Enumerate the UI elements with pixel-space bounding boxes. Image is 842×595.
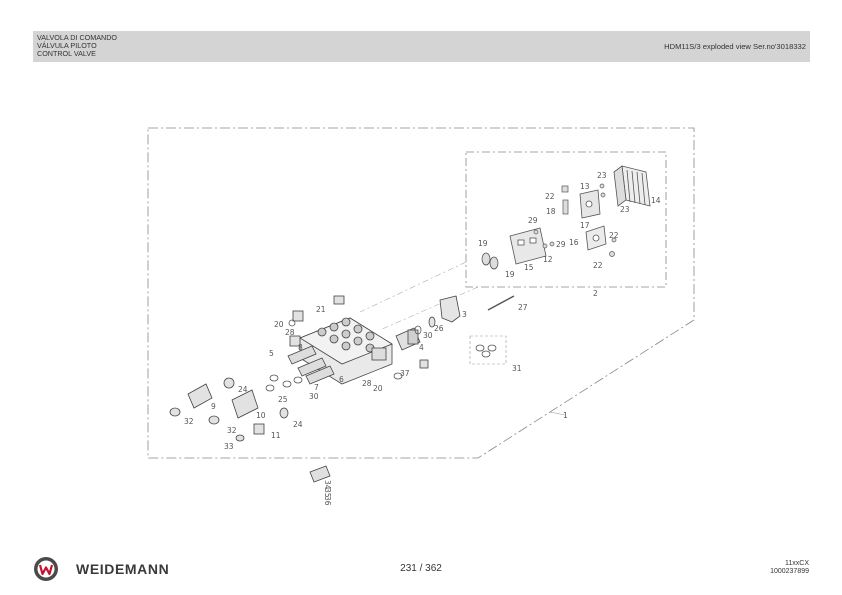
callout-label: 28 bbox=[285, 328, 295, 337]
spool-part bbox=[287, 345, 335, 385]
callout-label: 4 bbox=[419, 343, 424, 352]
document-code-line1: 11xxCX bbox=[785, 560, 809, 567]
callout-label: 8 bbox=[298, 343, 303, 352]
callout-label: 32 bbox=[184, 417, 194, 426]
callout-label: 5 bbox=[269, 349, 274, 358]
cartridge-part bbox=[395, 327, 421, 351]
callout-label: 6 bbox=[339, 375, 344, 384]
callout-label: 16 bbox=[569, 238, 579, 247]
callout-label: 31 bbox=[512, 364, 522, 373]
cover-part bbox=[613, 165, 651, 207]
plate-part bbox=[579, 189, 601, 219]
callout-label: 29 bbox=[556, 240, 566, 249]
callout-label: 19 bbox=[505, 270, 515, 279]
callout-label: 27 bbox=[518, 303, 528, 312]
page-header: VALVOLA DI COMANDO VÁLVULA PILOTO CONTRO… bbox=[33, 31, 810, 62]
plug-part bbox=[169, 295, 429, 442]
callout-label: 30 bbox=[309, 392, 319, 401]
bracket-part bbox=[585, 225, 607, 251]
callout-label: 14 bbox=[651, 196, 661, 205]
callout-label: 15 bbox=[524, 263, 534, 272]
page-number: 231 / 362 bbox=[400, 563, 442, 574]
callout-label: 34 bbox=[323, 480, 332, 490]
valve-block-part bbox=[299, 317, 393, 385]
callout-label: 7 bbox=[314, 383, 319, 392]
callout-label: 18 bbox=[546, 207, 556, 216]
connector-line bbox=[359, 261, 467, 313]
callout-label: 32 bbox=[227, 426, 237, 435]
callout-label: 24 bbox=[238, 385, 248, 394]
callout-labels: 1 2 3 4 5 6 7 8 9 10 11 12 13 14 15 16 1… bbox=[184, 171, 661, 506]
callout-label: 37 bbox=[400, 369, 410, 378]
assembly-boundary bbox=[147, 127, 695, 459]
document-code-line2: 1000237899 bbox=[770, 568, 809, 575]
callout-label: 30 bbox=[423, 331, 433, 340]
brand-name: WEIDEMANN bbox=[76, 561, 170, 577]
callout-label: 11 bbox=[271, 431, 281, 440]
pilot-cap-part bbox=[428, 295, 461, 328]
callout-label: 26 bbox=[434, 324, 444, 333]
callout-label: 1 bbox=[563, 411, 568, 420]
callout-label: 13 bbox=[580, 182, 590, 191]
callout-label: 3 bbox=[462, 310, 467, 319]
part-title-en: CONTROL VALVE bbox=[37, 49, 96, 58]
callout-label: 20 bbox=[373, 384, 383, 393]
model-info: HDM11S/3 exploded view Ser.no'3018332 bbox=[664, 42, 806, 51]
seal-part bbox=[481, 252, 499, 270]
callout-label: 2 bbox=[593, 289, 598, 298]
callout-label: 33 bbox=[224, 442, 234, 451]
part-title-es: VÁLVULA PILOTO bbox=[37, 41, 97, 50]
callout-label: 12 bbox=[543, 255, 553, 264]
pilot-block-part bbox=[509, 227, 547, 265]
callout-label: 29 bbox=[528, 216, 538, 225]
callout-label: 17 bbox=[580, 221, 590, 230]
callout-label: 28 bbox=[362, 379, 372, 388]
callout-label: 10 bbox=[256, 411, 266, 420]
document-code: 11xxCX 1000237899 bbox=[770, 560, 809, 576]
callout-label: 20 bbox=[274, 320, 284, 329]
callout-label: 36 bbox=[323, 496, 332, 506]
part-title: VALVOLA DI COMANDO VÁLVULA PILOTO CONTRO… bbox=[37, 34, 117, 58]
o-ring-part bbox=[265, 319, 497, 392]
callout-label: 25 bbox=[278, 395, 288, 404]
subassembly-boundary bbox=[465, 151, 667, 288]
callout-label: 23 bbox=[620, 205, 630, 214]
callout-label: 22 bbox=[545, 192, 555, 201]
callout-label: 21 bbox=[316, 305, 326, 314]
weidemann-logo-icon bbox=[34, 557, 58, 581]
screw-part bbox=[533, 183, 617, 257]
callout-label: 22 bbox=[593, 261, 603, 270]
cap-part bbox=[309, 465, 331, 483]
callout-label: 22 bbox=[609, 231, 619, 240]
callout-label: 19 bbox=[478, 239, 488, 248]
part-title-it: VALVOLA DI COMANDO bbox=[37, 33, 118, 42]
callout-label: 9 bbox=[211, 402, 216, 411]
callout-label: 23 bbox=[597, 171, 607, 180]
connector-line bbox=[549, 411, 566, 416]
callout-label: 24 bbox=[293, 420, 303, 429]
callout-label: 35 bbox=[323, 488, 332, 498]
connector-line bbox=[379, 286, 479, 331]
seal-kit-box bbox=[469, 335, 507, 365]
rod-part bbox=[487, 295, 515, 311]
